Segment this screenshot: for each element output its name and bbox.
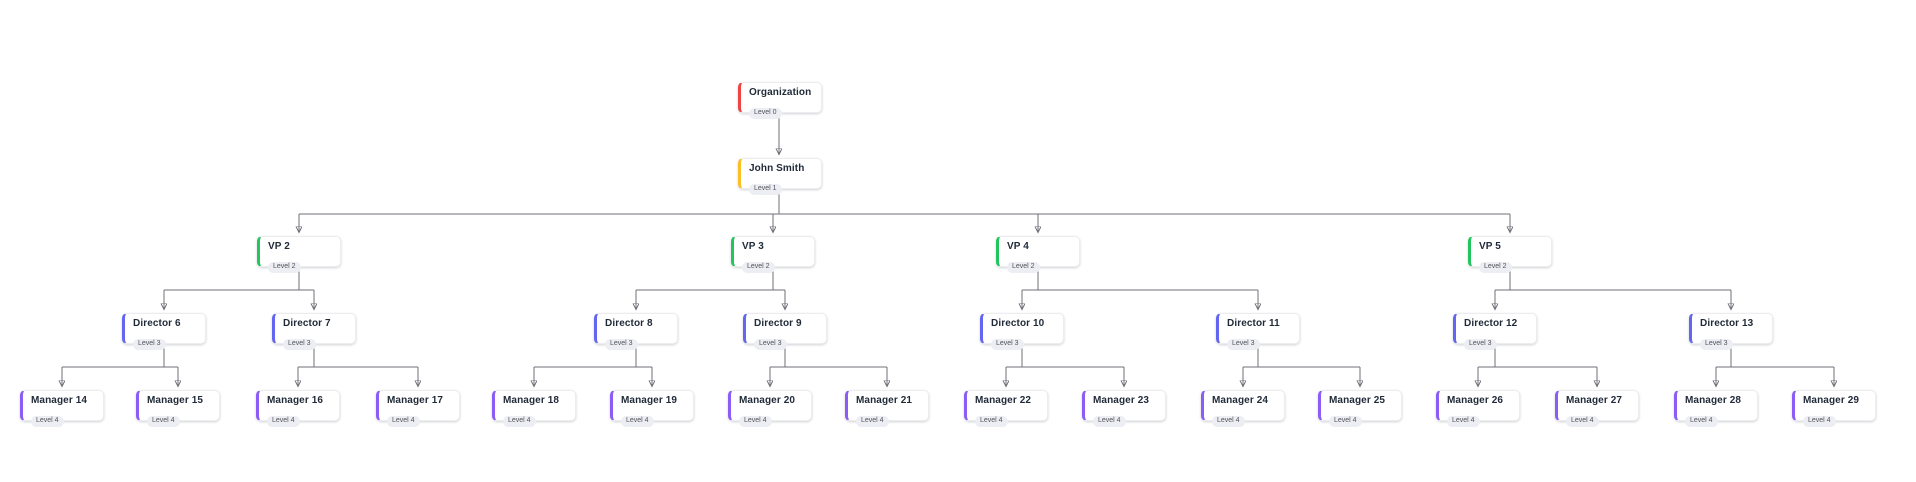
- level-badge: Level 4: [1447, 416, 1480, 427]
- level-badge: Level 4: [31, 416, 64, 427]
- org-node-manager-27[interactable]: Manager 27 Level 4: [1555, 390, 1639, 427]
- org-node-director-7[interactable]: Director 7 Level 3: [272, 313, 356, 350]
- level-badge: Level 4: [503, 416, 536, 427]
- node-title: Director 13: [1700, 318, 1754, 329]
- org-node-director-11[interactable]: Director 11 Level 3: [1216, 313, 1300, 350]
- node-title: Manager 24: [1212, 395, 1269, 406]
- node-title: Manager 23: [1093, 395, 1150, 406]
- node-title: Director 10: [991, 318, 1045, 329]
- node-title: Manager 16: [267, 395, 324, 406]
- node-title: Organization: [749, 87, 812, 98]
- level-badge: Level 4: [147, 416, 180, 427]
- level-badge: Level 4: [387, 416, 420, 427]
- org-node-manager-14[interactable]: Manager 14 Level 4: [20, 390, 104, 427]
- level-badge: Level 2: [742, 262, 775, 273]
- org-node-manager-28[interactable]: Manager 28 Level 4: [1674, 390, 1758, 427]
- org-node-manager-26[interactable]: Manager 26 Level 4: [1436, 390, 1520, 427]
- level-badge: Level 2: [1007, 262, 1040, 273]
- level-badge: Level 3: [1227, 339, 1260, 350]
- node-title: Manager 26: [1447, 395, 1504, 406]
- org-node-director-9[interactable]: Director 9 Level 3: [743, 313, 827, 350]
- level-badge: Level 4: [975, 416, 1008, 427]
- org-node-manager-22[interactable]: Manager 22 Level 4: [964, 390, 1048, 427]
- node-title: Director 12: [1464, 318, 1518, 329]
- org-node-manager-19[interactable]: Manager 19 Level 4: [610, 390, 694, 427]
- org-node-director-12[interactable]: Director 12 Level 3: [1453, 313, 1537, 350]
- node-title: Manager 18: [503, 395, 560, 406]
- org-node-vp-5[interactable]: VP 5 Level 2: [1468, 236, 1552, 273]
- level-badge: Level 3: [283, 339, 316, 350]
- org-node-manager-25[interactable]: Manager 25 Level 4: [1318, 390, 1402, 427]
- level-badge: Level 3: [1464, 339, 1497, 350]
- org-node-vp-2[interactable]: VP 2 Level 2: [257, 236, 341, 273]
- level-badge: Level 3: [605, 339, 638, 350]
- org-node-manager-18[interactable]: Manager 18 Level 4: [492, 390, 576, 427]
- level-badge: Level 4: [856, 416, 889, 427]
- org-node-director-13[interactable]: Director 13 Level 3: [1689, 313, 1773, 350]
- node-title: VP 3: [742, 241, 764, 252]
- org-node-manager-21[interactable]: Manager 21 Level 4: [845, 390, 929, 427]
- level-badge: Level 2: [268, 262, 301, 273]
- level-badge: Level 3: [1700, 339, 1733, 350]
- org-node-manager-17[interactable]: Manager 17 Level 4: [376, 390, 460, 427]
- node-title: Manager 25: [1329, 395, 1386, 406]
- node-title: Manager 20: [739, 395, 796, 406]
- level-badge: Level 3: [133, 339, 166, 350]
- node-title: Manager 14: [31, 395, 88, 406]
- node-title: Manager 17: [387, 395, 444, 406]
- level-badge: Level 4: [1803, 416, 1836, 427]
- node-title: Director 7: [283, 318, 331, 329]
- level-badge: Level 4: [1685, 416, 1718, 427]
- org-node-manager-29[interactable]: Manager 29 Level 4: [1792, 390, 1876, 427]
- connector: [62, 189, 1834, 368]
- org-node-vp-3[interactable]: VP 3 Level 2: [731, 236, 815, 273]
- node-title: Manager 15: [147, 395, 204, 406]
- org-node-manager-20[interactable]: Manager 20 Level 4: [728, 390, 812, 427]
- node-title: Director 8: [605, 318, 653, 329]
- org-node-manager-24[interactable]: Manager 24 Level 4: [1201, 390, 1285, 427]
- level-badge: Level 0: [749, 108, 782, 119]
- node-title: Manager 22: [975, 395, 1032, 406]
- node-title: Manager 28: [1685, 395, 1742, 406]
- level-badge: Level 4: [267, 416, 300, 427]
- node-title: Director 6: [133, 318, 181, 329]
- node-title: Manager 19: [621, 395, 678, 406]
- level-badge: Level 4: [1566, 416, 1599, 427]
- node-title: Manager 29: [1803, 395, 1860, 406]
- node-title: Manager 21: [856, 395, 913, 406]
- level-badge: Level 2: [1479, 262, 1512, 273]
- org-node-director-8[interactable]: Director 8 Level 3: [594, 313, 678, 350]
- node-title: John Smith: [749, 163, 805, 174]
- org-node-manager-23[interactable]: Manager 23 Level 4: [1082, 390, 1166, 427]
- level-badge: Level 3: [754, 339, 787, 350]
- node-title: VP 5: [1479, 241, 1501, 252]
- org-node-john-smith[interactable]: John Smith Level 1: [738, 158, 822, 195]
- level-badge: Level 4: [1329, 416, 1362, 427]
- level-badge: Level 4: [739, 416, 772, 427]
- level-badge: Level 1: [749, 184, 782, 195]
- node-title: Director 9: [754, 318, 802, 329]
- node-title: VP 2: [268, 241, 290, 252]
- level-badge: Level 4: [1212, 416, 1245, 427]
- org-node-manager-16[interactable]: Manager 16 Level 4: [256, 390, 340, 427]
- level-badge: Level 4: [621, 416, 654, 427]
- org-node-director-10[interactable]: Director 10 Level 3: [980, 313, 1064, 350]
- node-title: VP 4: [1007, 241, 1029, 252]
- level-badge: Level 4: [1093, 416, 1126, 427]
- node-title: Director 11: [1227, 318, 1280, 329]
- node-title: Manager 27: [1566, 395, 1623, 406]
- org-node-director-6[interactable]: Director 6 Level 3: [122, 313, 206, 350]
- level-badge: Level 3: [991, 339, 1024, 350]
- org-node-vp-4[interactable]: VP 4 Level 2: [996, 236, 1080, 273]
- org-node-organization[interactable]: Organization Level 0: [738, 82, 822, 119]
- org-node-manager-15[interactable]: Manager 15 Level 4: [136, 390, 220, 427]
